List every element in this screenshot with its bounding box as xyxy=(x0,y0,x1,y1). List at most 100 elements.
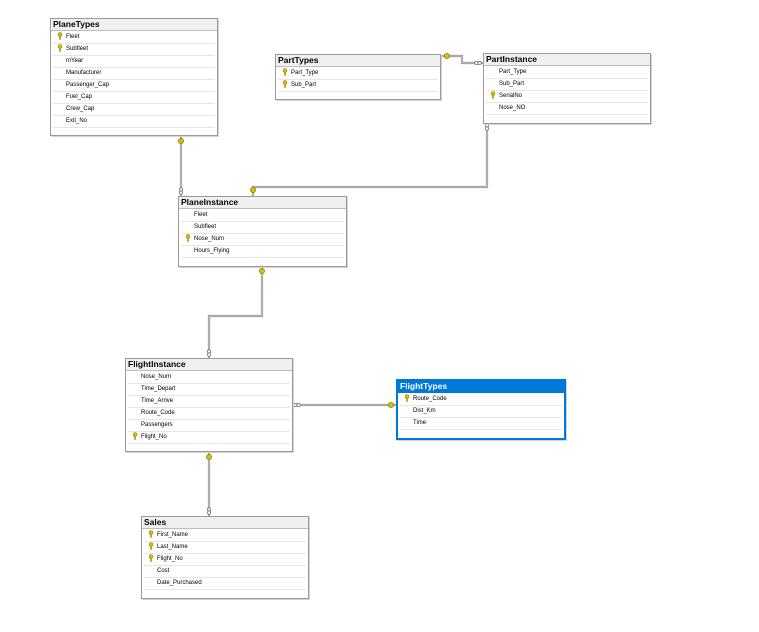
column-name: Nose_NO xyxy=(499,105,526,111)
many-end-infinity-icon xyxy=(474,61,482,65)
column-name: Time_Depart xyxy=(141,386,176,392)
column-name: Dist_Km xyxy=(413,408,436,414)
relationship-flightinstance-sales[interactable] xyxy=(206,450,212,516)
primary-key-icon xyxy=(147,554,154,565)
many-end-infinity-icon xyxy=(179,187,183,195)
column-name: Flight_No xyxy=(157,556,183,562)
column-row[interactable]: Time_Arrive xyxy=(128,396,290,408)
column-row[interactable]: Route_Code xyxy=(400,394,562,406)
table-title[interactable]: Sales xyxy=(142,517,308,529)
column-name: Subfleet xyxy=(66,46,89,52)
many-end-infinity-icon xyxy=(293,403,301,407)
column-row[interactable]: Subfleet xyxy=(53,44,215,56)
column-name: Sub_Part xyxy=(291,82,317,88)
column-name: mYear xyxy=(66,58,84,64)
column-name: Hours_Flying xyxy=(194,248,230,254)
column-name: Route_Code xyxy=(413,396,447,402)
column-row[interactable]: Nose_NO xyxy=(486,103,648,115)
column-name: Part_Type xyxy=(291,70,319,76)
column-name: Subfleet xyxy=(194,224,217,230)
table-title[interactable]: PlaneInstance xyxy=(179,197,346,209)
column-row[interactable]: Part_Type xyxy=(278,68,438,80)
column-name: Date_Purchased xyxy=(157,580,202,586)
column-name: Route_Code xyxy=(141,410,175,416)
column-row[interactable]: Nose_Num xyxy=(181,234,344,246)
column-row[interactable]: mYear xyxy=(53,56,215,68)
column-row[interactable]: Date_Purchased xyxy=(144,578,306,590)
column-name: Fuel_Cap xyxy=(66,94,93,100)
one-end-key-icon xyxy=(178,138,184,144)
column-row[interactable]: Last_Name xyxy=(144,542,306,554)
primary-key-icon xyxy=(489,91,496,102)
column-row[interactable]: Exit_No xyxy=(53,116,215,128)
table-title[interactable]: PartTypes xyxy=(276,55,440,67)
column-row[interactable]: Route_Code xyxy=(128,408,290,420)
column-row[interactable]: First_Name xyxy=(144,530,306,542)
column-row[interactable]: Dist_Km xyxy=(400,406,562,418)
column-row[interactable]: Sub_Part xyxy=(278,80,438,92)
column-row[interactable]: Hours_Flying xyxy=(181,246,344,258)
relationship-partinstance-planeinstance[interactable] xyxy=(250,122,489,196)
relationship-parttypes-partinstance[interactable] xyxy=(439,53,483,65)
table-title[interactable]: FlightInstance xyxy=(126,359,292,371)
column-name: Part_Type xyxy=(499,69,527,75)
column-row[interactable]: Part_Type xyxy=(486,67,648,79)
primary-key-icon xyxy=(281,68,288,79)
table-title[interactable]: PlaneTypes xyxy=(51,19,217,31)
column-row[interactable]: SerialNo xyxy=(486,91,648,103)
column-row[interactable]: Subfleet xyxy=(181,222,344,234)
column-row[interactable]: Time_Depart xyxy=(128,384,290,396)
one-end-key-icon xyxy=(206,454,212,460)
column-row[interactable]: Fleet xyxy=(181,210,344,222)
column-name: Flight_No xyxy=(141,434,167,440)
column-name: SerialNo xyxy=(499,93,523,99)
one-end-key-icon xyxy=(250,187,256,193)
column-name: Sub_Part xyxy=(499,81,525,87)
column-row[interactable]: Passengers xyxy=(128,420,290,432)
column-name: Fleet xyxy=(66,34,80,40)
column-row[interactable]: Sub_Part xyxy=(486,79,648,91)
column-row[interactable]: Passenger_Cap xyxy=(53,80,215,92)
primary-key-icon xyxy=(56,44,63,55)
column-row[interactable]: Flight_No xyxy=(144,554,306,566)
column-row[interactable]: Crew_Cap xyxy=(53,104,215,116)
primary-key-icon xyxy=(281,80,288,91)
column-row[interactable]: Time xyxy=(400,418,562,430)
primary-key-icon xyxy=(147,542,154,553)
column-name: Cost xyxy=(157,568,170,574)
column-row[interactable]: Flight_No xyxy=(128,432,290,444)
one-end-key-icon xyxy=(259,268,265,274)
column-row[interactable]: Manufacturer xyxy=(53,68,215,80)
table-title[interactable]: PartInstance xyxy=(484,54,650,66)
relationship-planeinstance-flightinstance[interactable] xyxy=(207,265,265,358)
column-name: First_Name xyxy=(157,532,189,538)
column-name: Time xyxy=(413,420,427,426)
column-name: Crew_Cap xyxy=(66,106,95,112)
many-end-infinity-icon xyxy=(485,123,489,131)
one-end-key-icon xyxy=(388,402,394,408)
column-row[interactable]: Fleet xyxy=(53,32,215,44)
relationship-planetypes-planeinstance[interactable] xyxy=(178,136,184,196)
table-title[interactable]: FlightTypes xyxy=(398,381,564,393)
column-row[interactable]: Cost xyxy=(144,566,306,578)
column-name: Last_Name xyxy=(157,544,188,550)
relationship-flighttypes-flightinstance[interactable] xyxy=(291,402,396,408)
column-name: Nose_Num xyxy=(141,374,172,380)
column-name: Fleet xyxy=(194,212,208,218)
many-end-infinity-icon xyxy=(207,349,211,357)
one-end-key-icon xyxy=(444,53,450,59)
column-name: Time_Arrive xyxy=(141,398,174,404)
column-row[interactable]: Nose_Num xyxy=(128,372,290,384)
column-row[interactable]: Fuel_Cap xyxy=(53,92,215,104)
primary-key-icon xyxy=(147,530,154,541)
column-name: Manufacturer xyxy=(66,70,102,76)
